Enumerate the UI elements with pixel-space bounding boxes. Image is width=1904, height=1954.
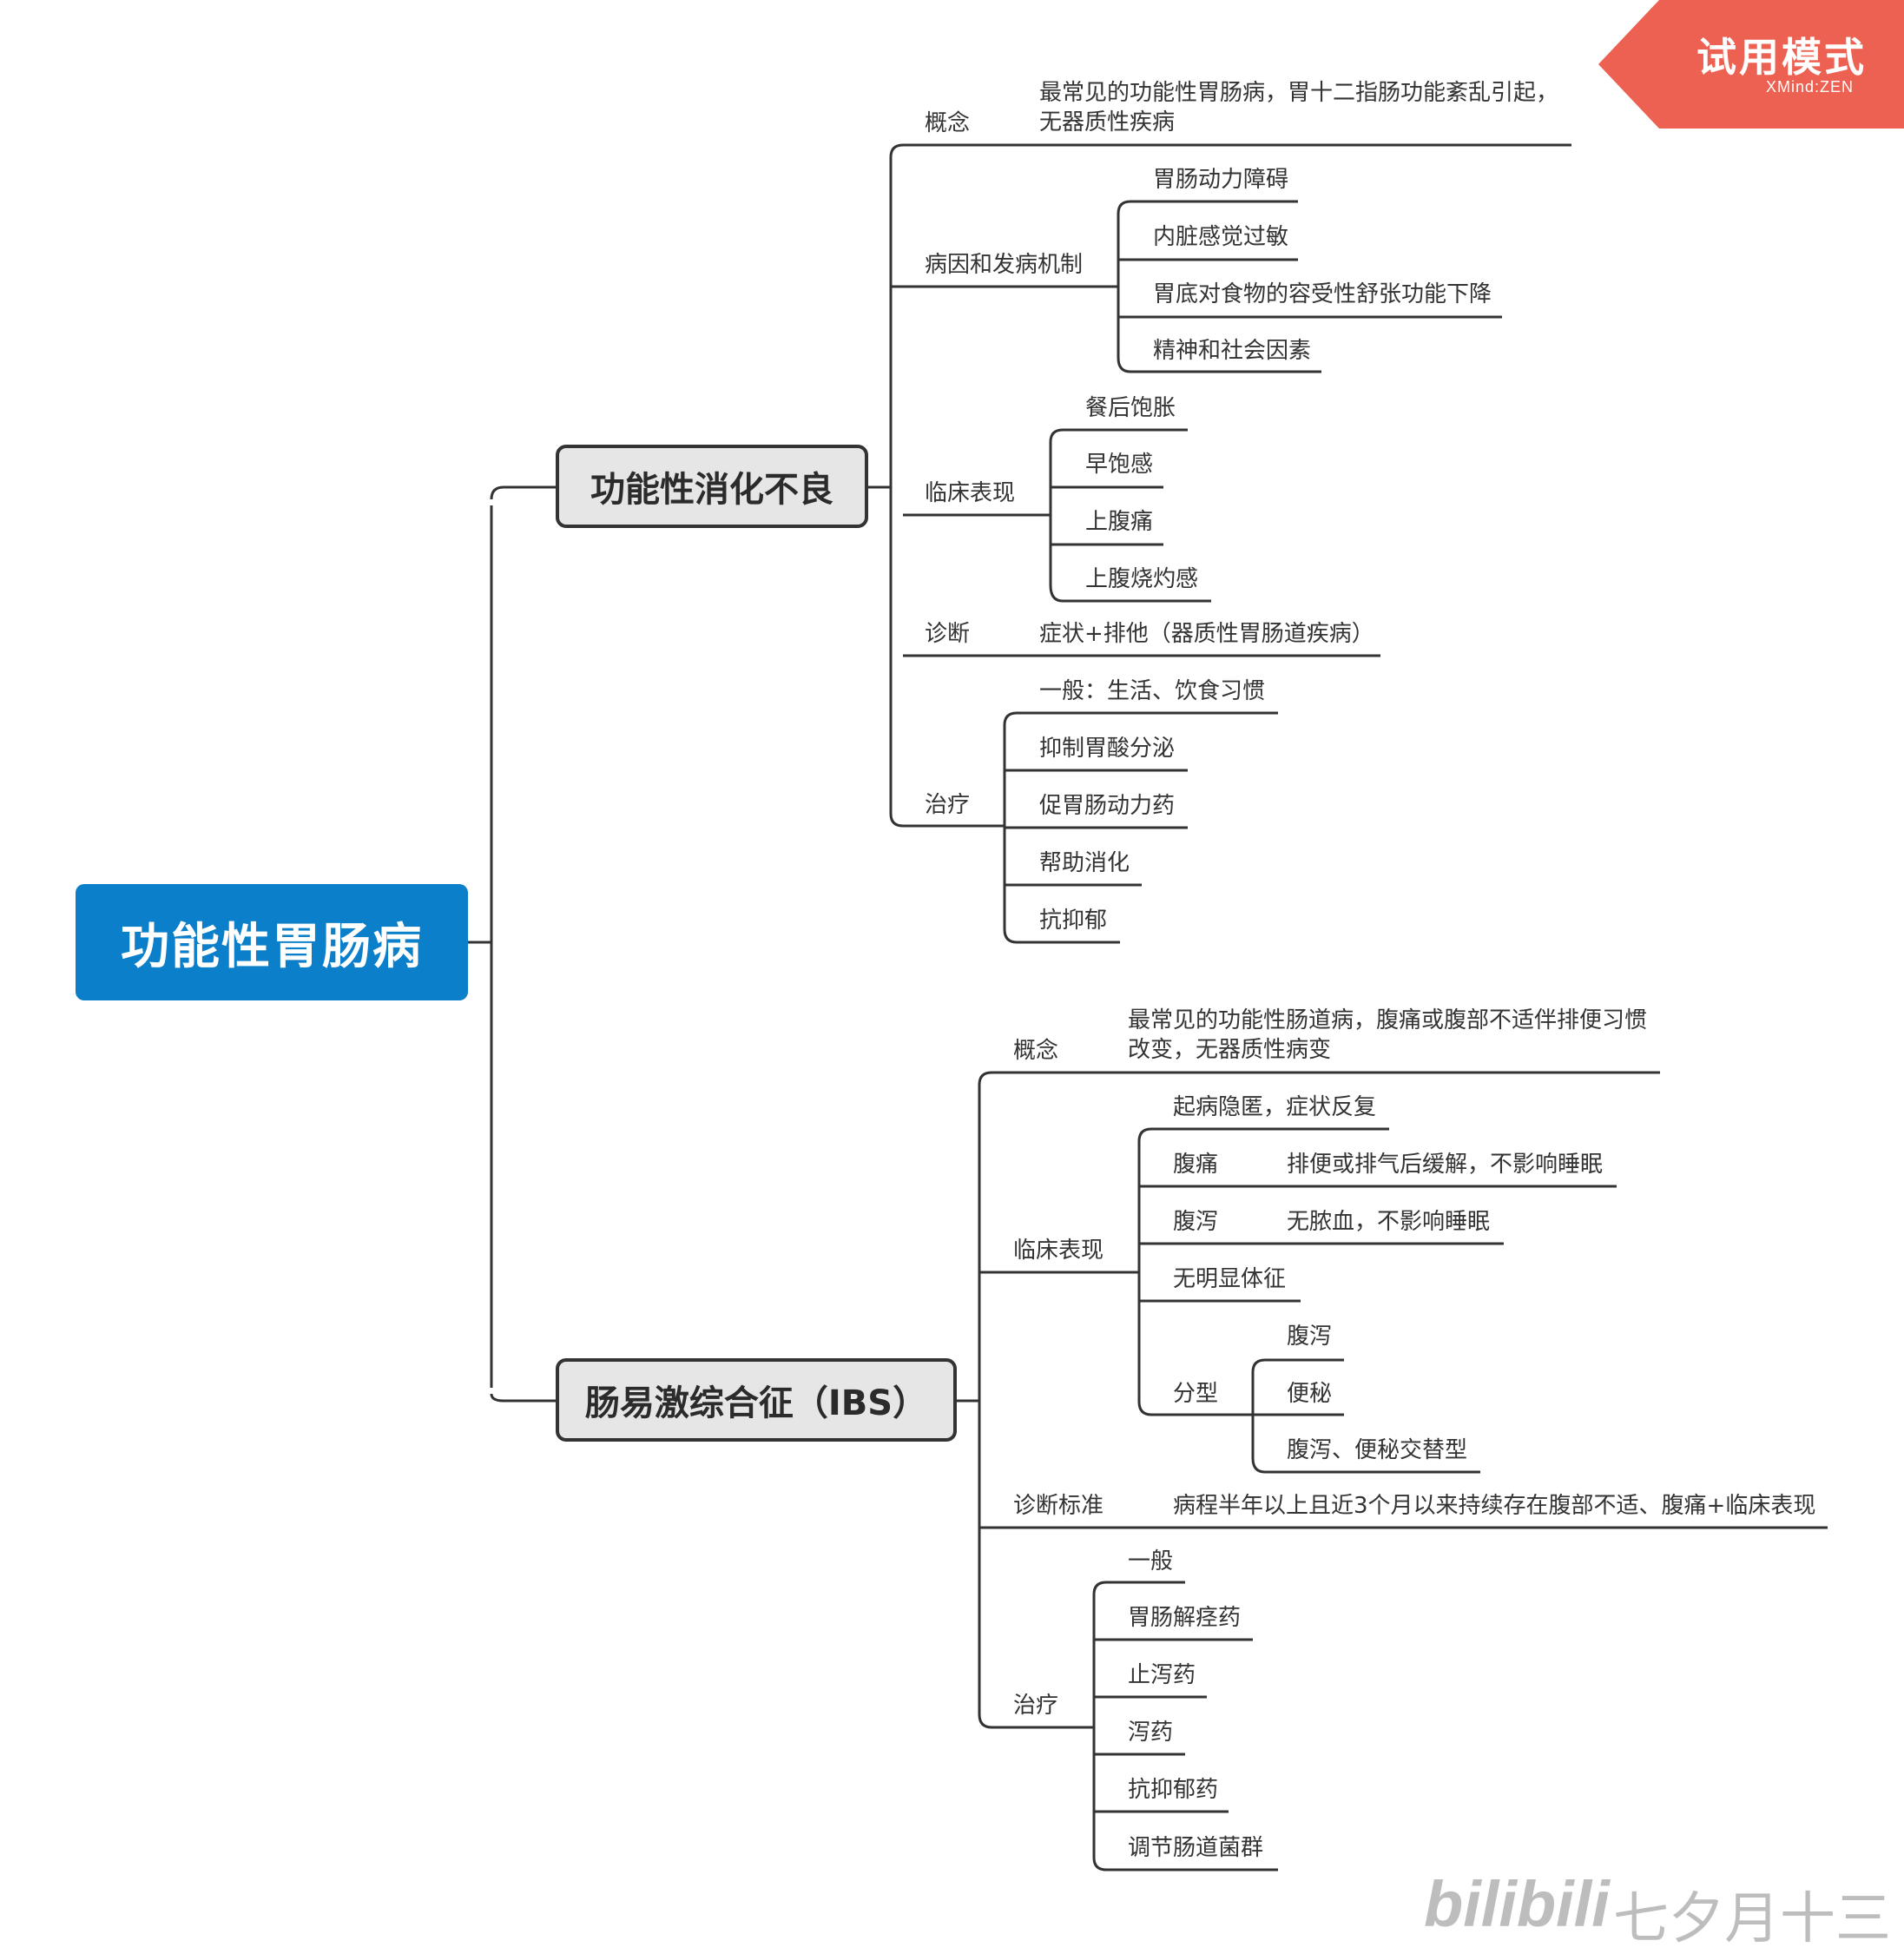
b1-treatment-3[interactable]: 帮助消化 xyxy=(1039,850,1130,876)
b2-clinical-onset[interactable]: 起病隐匿，症状反复 xyxy=(1173,1094,1377,1120)
b1-cause-3[interactable]: 精神和社会因素 xyxy=(1153,338,1312,364)
trial-mode-title[interactable]: 试用模式 xyxy=(1696,34,1867,81)
trial-mode-banner-shape xyxy=(1598,0,1904,129)
b2-type-1[interactable]: 便秘 xyxy=(1287,1381,1333,1407)
branch-functional-dyspepsia-label: 功能性消化不良 xyxy=(590,470,833,510)
b1-treatment-2[interactable]: 促胃肠动力药 xyxy=(1039,793,1176,819)
b2-concept-label[interactable]: 概念 xyxy=(1013,1038,1059,1064)
branch-ibs-label: 肠易激综合征（IBS） xyxy=(584,1383,928,1423)
b1-cause-2[interactable]: 胃底对食物的容受性舒张功能下降 xyxy=(1153,281,1492,307)
b1-concept-label[interactable]: 概念 xyxy=(925,110,971,136)
b2-pain-label[interactable]: 腹痛 xyxy=(1173,1152,1219,1178)
b2-diagnosis-label[interactable]: 诊断标准 xyxy=(1013,1493,1104,1519)
b2-treatment-3[interactable]: 泻药 xyxy=(1128,1720,1174,1746)
b1-treatment-label[interactable]: 治疗 xyxy=(925,792,971,818)
b2-treatment-4[interactable]: 抗抑郁药 xyxy=(1128,1777,1219,1803)
b1-diagnosis-label[interactable]: 诊断 xyxy=(925,621,971,647)
b2-treatment-5[interactable]: 调节肠道菌群 xyxy=(1128,1835,1264,1861)
b2-treatment-0[interactable]: 一般 xyxy=(1128,1548,1174,1574)
b2-treatment-1[interactable]: 胃肠解痉药 xyxy=(1128,1605,1242,1631)
b1-cause-1[interactable]: 内脏感觉过敏 xyxy=(1153,224,1289,250)
b2-pain-text[interactable]: 排便或排气后缓解，不影响睡眠 xyxy=(1287,1152,1604,1178)
b1-concept-text[interactable]: 最常见的功能性胃肠病，胃十二指肠功能紊乱引起，无器质性疾病 xyxy=(1039,80,1559,135)
b2-treatment-label[interactable]: 治疗 xyxy=(1013,1693,1059,1719)
b2-treatment-2[interactable]: 止泻药 xyxy=(1128,1662,1196,1688)
b2-diarrhea-text[interactable]: 无脓血，不影响睡眠 xyxy=(1287,1209,1491,1235)
branch-ibs[interactable]: 肠易激综合征（IBS） xyxy=(556,1358,957,1442)
b2-signs[interactable]: 无明显体征 xyxy=(1173,1266,1287,1292)
b2-concept-text[interactable]: 最常见的功能性肠道病，腹痛或腹部不适伴排便习惯改变，无器质性病变 xyxy=(1128,1007,1648,1063)
b1-treatment-0[interactable]: 一般：生活、饮食习惯 xyxy=(1039,678,1266,704)
b1-clinical-0[interactable]: 餐后饱胀 xyxy=(1085,395,1176,421)
root-topic[interactable]: 功能性胃肠病 xyxy=(76,884,468,1000)
b2-type-2[interactable]: 腹泻、便秘交替型 xyxy=(1287,1437,1468,1463)
b1-clinical-2[interactable]: 上腹痛 xyxy=(1085,509,1154,535)
b2-diagnosis-text[interactable]: 病程半年以上且近3个月以来持续存在腹部不适、腹痛+临床表现 xyxy=(1173,1493,1816,1519)
xmind-zen-label: XMind:ZEN xyxy=(1766,78,1855,96)
b1-treatment-4[interactable]: 抗抑郁 xyxy=(1039,908,1108,934)
bilibili-logo: bilibili xyxy=(1424,1868,1610,1940)
b1-diagnosis-text[interactable]: 症状+排他（器质性胃肠道疾病） xyxy=(1039,621,1374,647)
b2-clinical-label[interactable]: 临床表现 xyxy=(1013,1238,1104,1264)
b2-type-label[interactable]: 分型 xyxy=(1173,1381,1219,1407)
author-watermark: 七夕月十三 xyxy=(1613,1887,1891,1950)
b1-clinical-3[interactable]: 上腹烧灼感 xyxy=(1085,566,1199,592)
root-topic-label: 功能性胃肠病 xyxy=(121,918,423,975)
b2-diarrhea-label[interactable]: 腹泻 xyxy=(1173,1209,1219,1235)
b2-type-0[interactable]: 腹泻 xyxy=(1287,1324,1333,1350)
b1-cause-0[interactable]: 胃肠动力障碍 xyxy=(1153,167,1289,193)
b1-clinical-label[interactable]: 临床表现 xyxy=(925,480,1016,506)
branch-functional-dyspepsia[interactable]: 功能性消化不良 xyxy=(556,445,868,528)
b1-treatment-1[interactable]: 抑制胃酸分泌 xyxy=(1039,736,1176,762)
b1-cause-label[interactable]: 病因和发病机制 xyxy=(925,252,1084,278)
b1-clinical-1[interactable]: 早饱感 xyxy=(1085,452,1154,478)
